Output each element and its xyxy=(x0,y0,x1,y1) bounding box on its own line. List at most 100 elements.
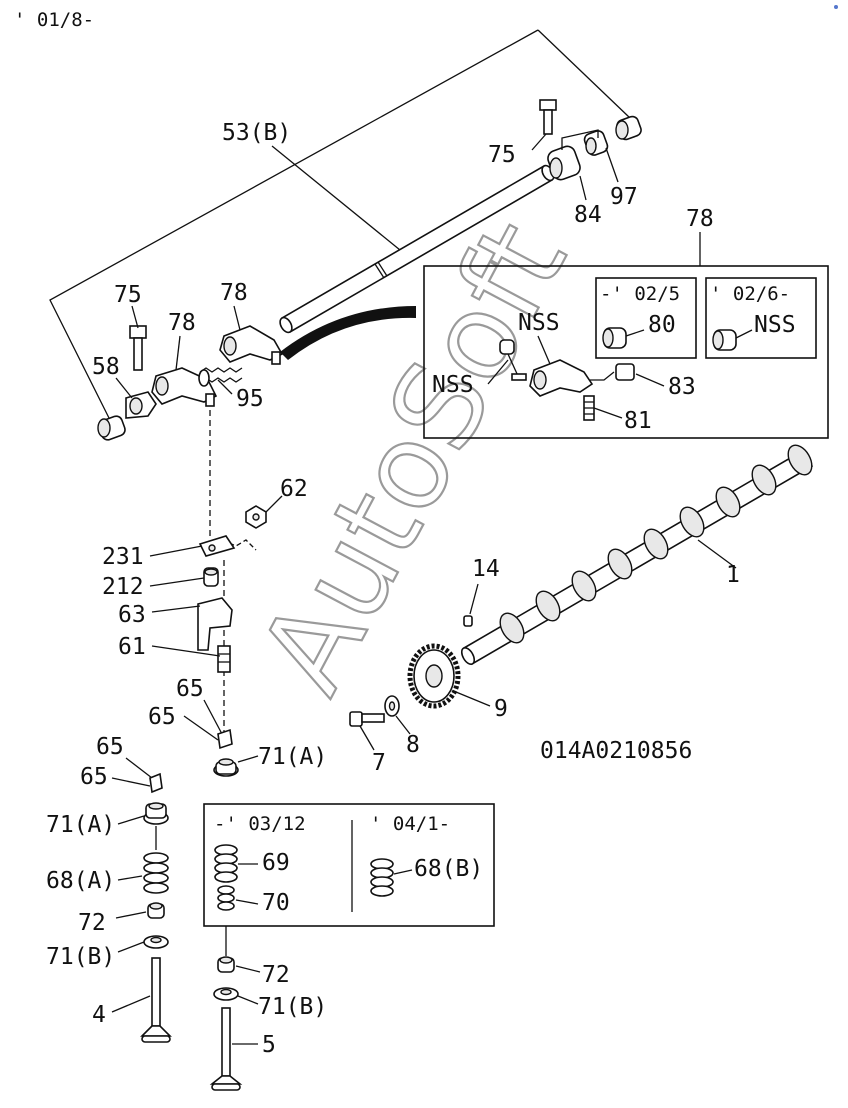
leader-71b-left xyxy=(117,941,145,953)
label-nss-bushing: NSS xyxy=(754,312,796,338)
leader-62-link xyxy=(221,539,257,551)
label-71b-right: 71(B) xyxy=(258,994,327,1020)
spring-68b xyxy=(370,858,394,897)
label-78-right: 78 xyxy=(220,280,248,306)
rocker-arm-78-right xyxy=(219,325,284,365)
leader-72-left xyxy=(115,911,147,919)
spring-95 xyxy=(198,367,243,387)
leader-97 xyxy=(605,147,619,183)
leader-4 xyxy=(111,995,151,1013)
label-65-b: 65 xyxy=(148,704,176,730)
label-69: 69 xyxy=(262,850,290,876)
leader-83-link xyxy=(590,371,615,381)
label-5: 5 xyxy=(262,1032,276,1058)
leader-nss-arm xyxy=(537,335,551,365)
label-9: 9 xyxy=(494,696,508,722)
leader-8 xyxy=(395,715,411,735)
nut-62 xyxy=(245,505,267,529)
bushing-nss xyxy=(712,329,737,351)
valve-5 xyxy=(209,1007,243,1091)
leader-nss-pin xyxy=(487,359,509,385)
valve-4 xyxy=(140,957,172,1043)
leader-81 xyxy=(593,407,623,419)
screw-61 xyxy=(217,645,231,673)
bracket-231 xyxy=(198,535,236,557)
svg-text:AutoSoft: AutoSoft xyxy=(233,201,593,713)
leader-65-d xyxy=(111,777,151,787)
leader-78-right xyxy=(233,305,241,331)
leader-78-left xyxy=(175,335,181,371)
leader-84 xyxy=(579,175,587,201)
inset-box-springs xyxy=(203,803,495,927)
label-78-inset: 78 xyxy=(686,206,714,232)
label-65-c: 65 xyxy=(96,734,124,760)
adjusting-screw-81 xyxy=(583,395,595,421)
leader-53b xyxy=(271,145,401,251)
leader-72-right xyxy=(235,965,261,973)
label-84: 84 xyxy=(574,202,602,228)
rocker-arm-inset xyxy=(529,359,594,397)
label-nss-pin: NSS xyxy=(432,372,474,398)
rocker-shaft xyxy=(279,164,555,334)
camshaft-1 xyxy=(460,444,814,666)
leader-68b xyxy=(393,869,413,875)
shaft-group-outline xyxy=(537,29,631,119)
spring-70 xyxy=(217,885,235,911)
label-80: 80 xyxy=(648,312,676,338)
spring-pin-inset xyxy=(499,339,527,381)
leader-1 xyxy=(697,539,737,569)
label-81: 81 xyxy=(624,408,652,434)
leader-nss-80 xyxy=(735,329,753,339)
label-71a-left: 71(A) xyxy=(46,812,115,838)
label-4: 4 xyxy=(92,1002,106,1028)
bolt-75-lower xyxy=(129,325,147,371)
nut-83 xyxy=(615,363,635,381)
key-14 xyxy=(463,615,473,627)
label-1: 1 xyxy=(726,562,740,588)
leader-9 xyxy=(455,691,491,707)
seat-71b-right xyxy=(213,987,239,1001)
inset-box-rocker xyxy=(423,265,829,439)
corner-mark-icon xyxy=(834,5,838,9)
label-65-a: 65 xyxy=(176,676,204,702)
leader-83 xyxy=(635,373,665,387)
leader-212 xyxy=(149,577,205,587)
collet-65-right xyxy=(217,728,233,750)
leader-63 xyxy=(151,605,201,613)
label-231: 231 xyxy=(102,544,144,570)
label-62: 62 xyxy=(280,476,308,502)
label-7: 7 xyxy=(372,750,386,776)
bolt-7 xyxy=(349,711,385,727)
label-75-upper: 75 xyxy=(488,142,516,168)
bridge-63 xyxy=(197,597,233,651)
bracket-58 xyxy=(125,391,157,419)
shaft-group-outline-left xyxy=(49,29,539,421)
header-date-code: ' 01/8- xyxy=(14,9,94,31)
label-212: 212 xyxy=(102,574,144,600)
callout-arrow xyxy=(280,306,416,360)
leader-65-a xyxy=(203,699,223,735)
label-97: 97 xyxy=(610,184,638,210)
label-68a: 68(A) xyxy=(46,868,115,894)
collet-65-left xyxy=(149,772,163,794)
spring-68a xyxy=(143,852,169,894)
leader-65-c xyxy=(125,757,153,779)
inset-cell-02-6 xyxy=(705,277,817,359)
leader-71a-left xyxy=(117,815,145,825)
label-68b: 68(B) xyxy=(414,856,483,882)
shaft-end-cap-left xyxy=(97,415,126,441)
leader-7 xyxy=(359,725,375,751)
label-63: 63 xyxy=(118,602,146,628)
leader-14 xyxy=(469,583,479,615)
drawing-number: 014A0210856 xyxy=(540,738,692,764)
bushing-97 xyxy=(583,130,609,156)
leader-75-upper xyxy=(531,133,547,151)
inset-cell-02-5 xyxy=(595,277,697,359)
inset-date-02-5: -' 02/5 xyxy=(600,283,680,305)
label-72-left: 72 xyxy=(78,910,106,936)
bolt-75-upper xyxy=(539,99,557,135)
inset-date-04-1: ' 04/1- xyxy=(370,813,450,835)
seal-72-left xyxy=(147,902,165,919)
label-14: 14 xyxy=(472,556,500,582)
label-61: 61 xyxy=(118,634,146,660)
